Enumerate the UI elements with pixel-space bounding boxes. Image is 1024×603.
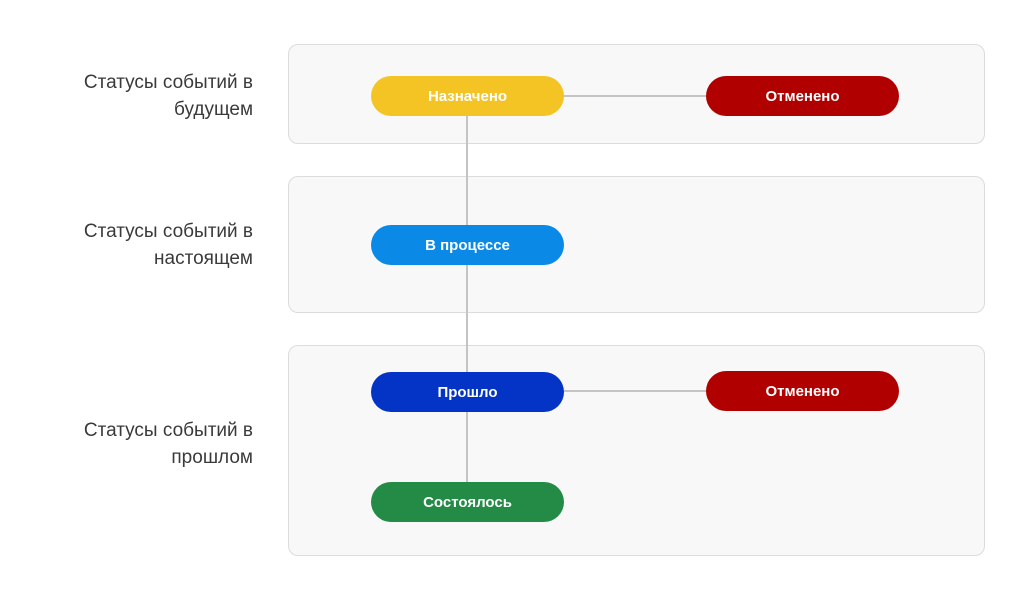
row-label-present-line1: Статусы событий в bbox=[83, 221, 253, 242]
vertical-connector bbox=[466, 95, 468, 502]
status-scheduled-label: Назначено bbox=[427, 87, 508, 105]
status-took-place: Состоялось bbox=[371, 482, 564, 522]
status-cancelled-future: Отменено bbox=[706, 76, 899, 116]
connector-scheduled-to-cancelled bbox=[564, 95, 706, 97]
row-label-future: Статусы событий в будущем bbox=[40, 69, 253, 123]
row-label-past: Статусы событий в прошлом bbox=[40, 417, 253, 471]
row-label-past-line1: Статусы событий в bbox=[83, 420, 253, 441]
row-label-future-line2: будущем bbox=[174, 99, 253, 120]
status-cancelled-past: Отменено bbox=[706, 371, 899, 411]
status-scheduled: Назначено bbox=[371, 76, 564, 116]
connector-passed-to-cancelled bbox=[564, 390, 706, 392]
status-passed: Прошло bbox=[371, 372, 564, 412]
status-cancelled-future-label: Отменено bbox=[765, 87, 840, 105]
status-took-place-label: Состоялось bbox=[423, 493, 512, 511]
row-label-present: Статусы событий в настоящем bbox=[40, 218, 253, 272]
status-in-progress-label: В процессе bbox=[425, 236, 510, 254]
status-cancelled-past-label: Отменено bbox=[765, 382, 840, 400]
row-label-future-line1: Статусы событий в bbox=[83, 72, 253, 93]
row-label-past-line2: прошлом bbox=[171, 447, 253, 468]
status-in-progress: В процессе bbox=[371, 225, 564, 265]
status-passed-label: Прошло bbox=[437, 383, 498, 401]
row-label-present-line2: настоящем bbox=[154, 248, 253, 269]
